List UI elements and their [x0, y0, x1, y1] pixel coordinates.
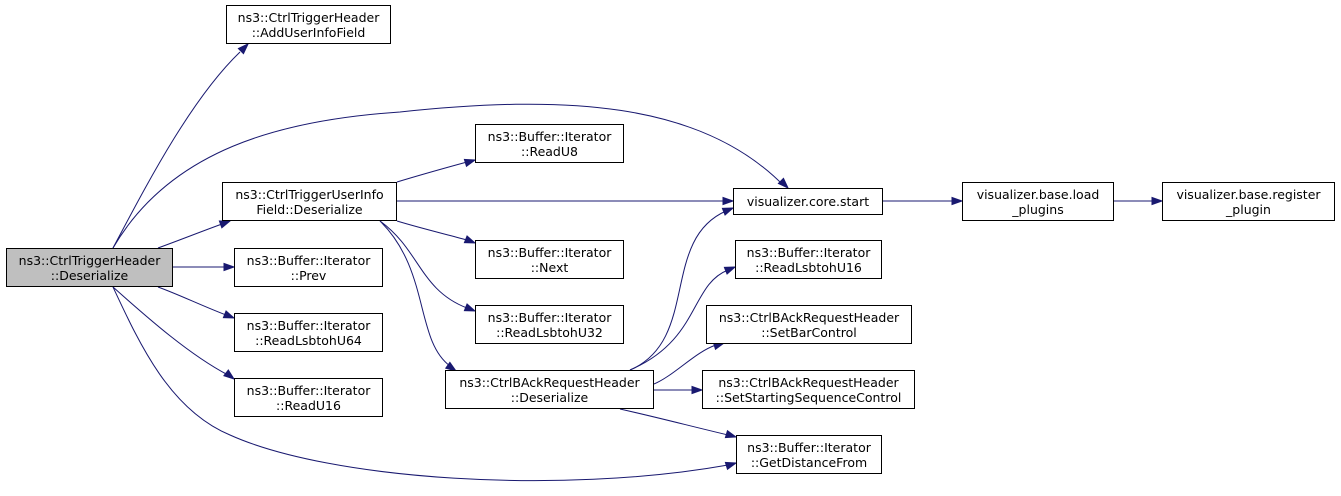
- arrowhead-root-to-getDistanceFrom: [724, 461, 738, 471]
- node-readLsbtohU32[interactable]: ns3::Buffer::Iterator ::ReadLsbtohU32: [475, 305, 624, 344]
- node-label-line2: ::ReadU16: [276, 397, 341, 413]
- node-label-line1: ns3::Buffer::Iterator: [487, 309, 612, 325]
- node-label-line1: ns3::CtrlTriggerUserInfo: [235, 186, 384, 202]
- node-label-line1: ns3::Buffer::Iterator: [487, 244, 612, 260]
- node-getDistanceFrom[interactable]: ns3::Buffer::Iterator ::GetDistanceFrom: [736, 435, 882, 474]
- arrowhead-backDeserialize-to-getDistanceFrom: [724, 429, 738, 439]
- arrowhead-userInfoDeserialize-to-backDeserialize: [444, 361, 458, 372]
- node-label-line1: visualizer.base.load: [976, 186, 1100, 202]
- node-prev[interactable]: ns3::Buffer::Iterator ::Prev: [234, 248, 383, 287]
- arrowhead-root-to-readU16: [223, 369, 236, 380]
- arrowhead-coreStart-to-loadPlugins: [951, 196, 964, 206]
- node-label-line1: ns3::CtrlTriggerHeader: [237, 9, 380, 25]
- node-readLsbtohU16[interactable]: ns3::Buffer::Iterator ::ReadLsbtohU16: [735, 240, 882, 279]
- node-backDeserialize[interactable]: ns3::CtrlBAckRequestHeader ::Deserialize: [445, 370, 654, 409]
- node-label-line1: ns3::CtrlBAckRequestHeader: [459, 374, 640, 390]
- node-loadPlugins[interactable]: visualizer.base.load _plugins: [962, 182, 1114, 221]
- edge-root-to-userInfoDeserialize: [157, 223, 223, 249]
- node-label-line1: ns3::CtrlTriggerHeader: [18, 252, 161, 268]
- edge-userInfoDeserialize-to-backDeserialize: [379, 220, 451, 367]
- node-label-line1: ns3::CtrlBAckRequestHeader: [718, 374, 899, 390]
- edge-userInfoDeserialize-to-next: [396, 220, 468, 241]
- edge-root-to-coreStart: [112, 103, 785, 249]
- node-label-line1: ns3::Buffer::Iterator: [746, 244, 871, 260]
- arrowhead-backDeserialize-to-setStartingSeq: [691, 385, 704, 395]
- edge-root-to-readU16: [112, 286, 229, 376]
- edge-root-to-readLsbtohU64: [157, 286, 227, 316]
- node-label-line2: ::ReadLsbtohU16: [755, 259, 862, 275]
- node-label-line2: ::SetStartingSequenceControl: [715, 389, 902, 405]
- node-label-line2: ::Deserialize: [510, 389, 589, 405]
- node-readLsbtohU64[interactable]: ns3::Buffer::Iterator ::ReadLsbtohU64: [234, 313, 383, 352]
- arrowhead-userInfoDeserialize-to-next: [463, 235, 477, 244]
- node-readU8[interactable]: ns3::Buffer::Iterator ::ReadU8: [475, 124, 624, 163]
- arrowhead-root-to-userInfoDeserialize: [218, 220, 232, 229]
- arrowhead-backDeserialize-to-coreStart: [721, 207, 735, 216]
- arrowhead-userInfoDeserialize-to-readU8: [463, 158, 477, 168]
- edge-userInfoDeserialize-to-readU8: [396, 161, 468, 183]
- node-label-line2: _plugins: [1012, 201, 1064, 217]
- node-next[interactable]: ns3::Buffer::Iterator ::Next: [475, 240, 624, 279]
- node-label-line2: ::Deserialize: [50, 267, 129, 283]
- arrowhead-userInfoDeserialize-to-coreStart: [722, 196, 735, 206]
- node-label-line2: _plugin: [1226, 201, 1271, 217]
- node-label-line1: ns3::CtrlBAckRequestHeader: [718, 309, 900, 325]
- arrowhead-root-to-prev: [223, 262, 236, 272]
- arrowhead-root-to-readLsbtohU64: [222, 310, 236, 319]
- node-label-line2: ::ReadLsbtohU64: [255, 332, 362, 348]
- node-label-line1: ns3::Buffer::Iterator: [487, 128, 612, 144]
- node-label-line1: ns3::Buffer::Iterator: [246, 317, 371, 333]
- node-label-line2: ::ReadU8: [521, 143, 578, 159]
- node-label-line1: ns3::Buffer::Iterator: [246, 382, 371, 398]
- arrowhead-root-to-coreStart: [777, 177, 790, 190]
- node-ctrltriggerheader-deserialize: ns3::CtrlTriggerHeader ::Deserialize: [6, 248, 173, 287]
- node-addUserInfoField[interactable]: ns3::CtrlTriggerHeader ::AddUserInfoFiel…: [226, 5, 391, 44]
- node-label-line1: visualizer.core.start: [746, 194, 870, 209]
- edge-backDeserialize-to-setBarControl: [653, 344, 717, 385]
- edge-backDeserialize-to-coreStart: [629, 210, 727, 371]
- arrowhead-loadPlugins-to-registerPlugin: [1151, 196, 1164, 206]
- node-userInfoDeserialize[interactable]: ns3::CtrlTriggerUserInfo Field::Deserial…: [222, 182, 397, 221]
- node-label-line2: ::Prev: [290, 267, 327, 283]
- node-registerPlugin[interactable]: visualizer.base.register _plugin: [1162, 182, 1335, 221]
- edge-root-to-getDistanceFrom: [112, 286, 729, 482]
- edge-userInfoDeserialize-to-readLsbtohU32: [379, 220, 468, 309]
- edge-backDeserialize-to-getDistanceFrom: [619, 408, 729, 436]
- arrowhead-backDeserialize-to-readLsbtohU16: [723, 266, 737, 275]
- node-label-line2: ::ReadLsbtohU32: [496, 324, 603, 340]
- node-label-line2: ::GetDistanceFrom: [750, 454, 868, 470]
- node-label-line1: ns3::Buffer::Iterator: [246, 252, 371, 268]
- arrowhead-root-to-addUserInfoField: [237, 42, 250, 55]
- node-label-line2: ::AddUserInfoField: [251, 24, 366, 40]
- arrowhead-userInfoDeserialize-to-readLsbtohU32: [463, 303, 477, 312]
- node-readU16[interactable]: ns3::Buffer::Iterator ::ReadU16: [234, 378, 383, 417]
- edge-root-to-addUserInfoField: [112, 51, 241, 249]
- node-label-line2: Field::Deserialize: [256, 201, 363, 217]
- node-label-line2: ::Next: [530, 259, 569, 275]
- edge-backDeserialize-to-readLsbtohU16: [629, 269, 729, 371]
- node-label-line1: visualizer.base.register: [1176, 186, 1321, 202]
- node-setBarControl[interactable]: ns3::CtrlBAckRequestHeader ::SetBarContr…: [706, 305, 912, 344]
- node-coreStart[interactable]: visualizer.core.start: [733, 188, 883, 215]
- node-label-line2: ::SetBarControl: [761, 324, 857, 340]
- node-label-line1: ns3::Buffer::Iterator: [747, 439, 871, 455]
- node-setStartingSeq[interactable]: ns3::CtrlBAckRequestHeader ::SetStarting…: [702, 370, 915, 409]
